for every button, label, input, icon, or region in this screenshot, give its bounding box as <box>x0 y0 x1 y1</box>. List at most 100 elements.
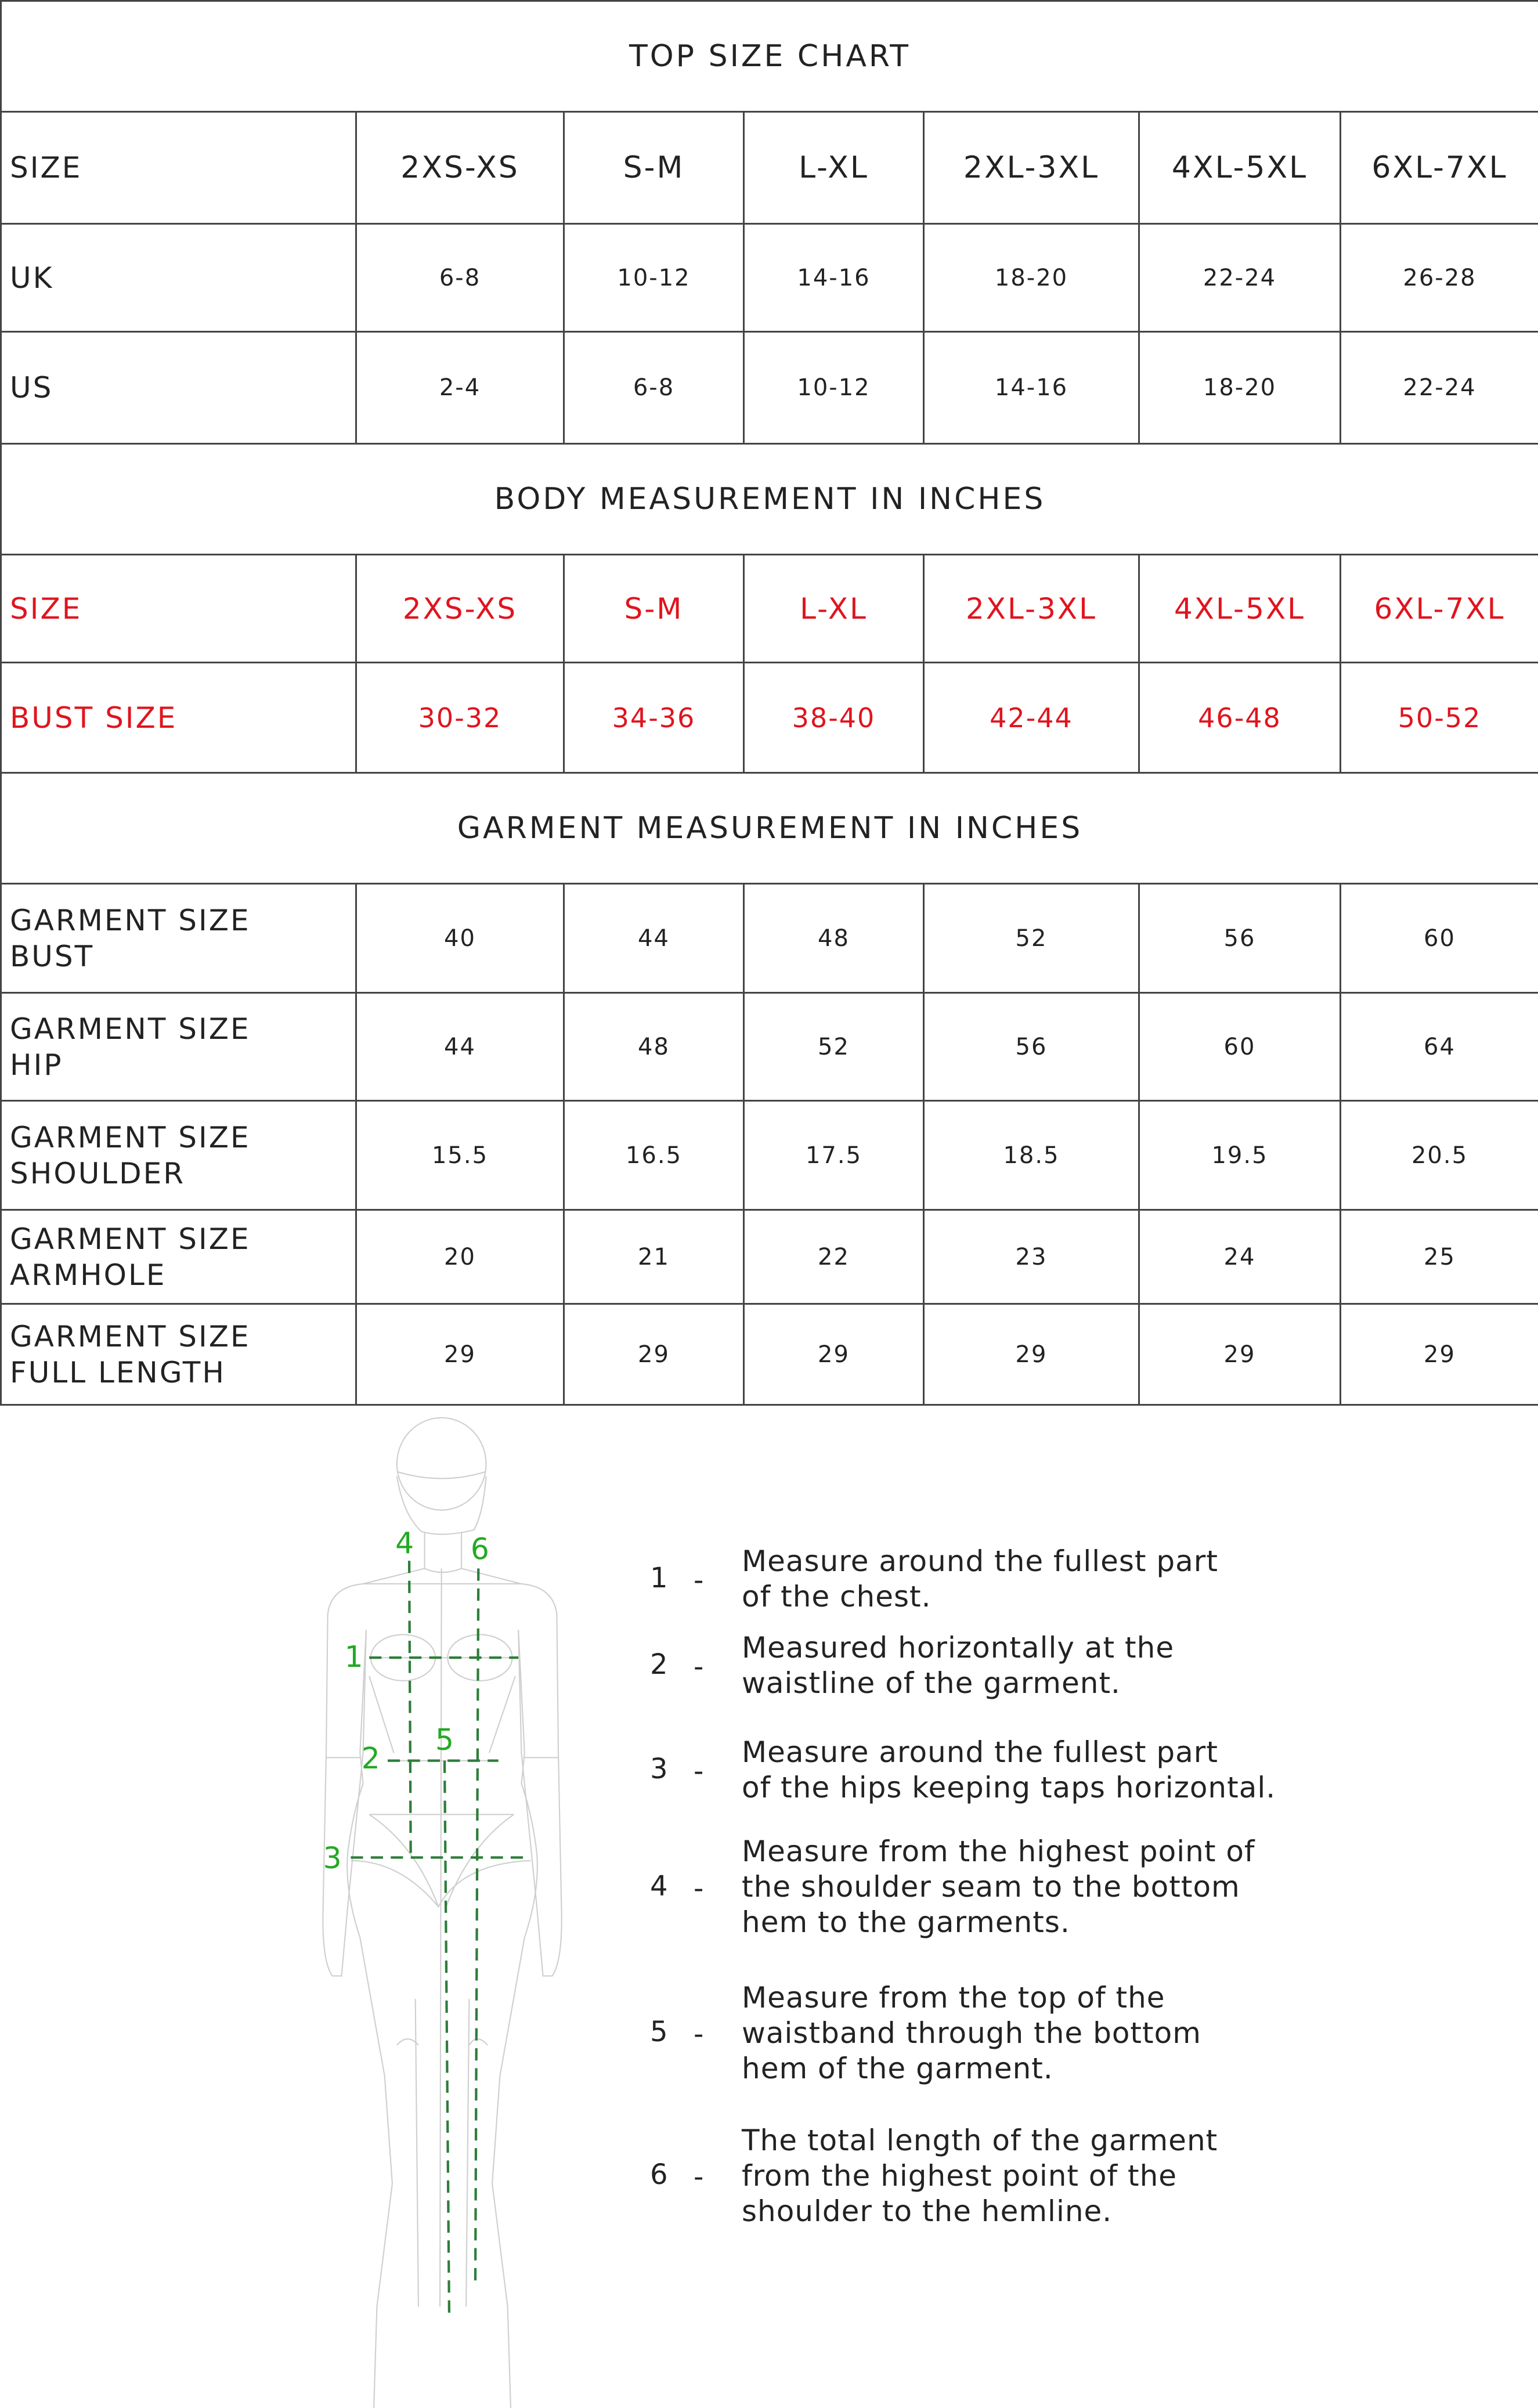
marker-5: 5 <box>435 1723 454 1757</box>
instruction-line: Measure around the fullest part <box>742 1735 1218 1769</box>
table-cell: 30-32 <box>355 662 565 774</box>
measurement-lines <box>351 1561 531 2315</box>
instruction-line: waistline of the garment. <box>742 1666 1121 1700</box>
size-header: 4XL-5XL <box>1138 554 1341 663</box>
total-length-line <box>474 1568 480 2284</box>
instruction-line: hem of the garment. <box>742 2051 1053 2085</box>
table-cell: 52 <box>743 992 925 1102</box>
instruction-line: Measure around the fullest part <box>742 1544 1218 1579</box>
table-cell: 10-12 <box>743 331 925 445</box>
waistband-to-hem-line <box>443 1760 451 2315</box>
table-cell: 18-20 <box>923 223 1140 333</box>
instruction-dash: - <box>694 1754 704 1788</box>
row-label-line: BUST <box>10 939 95 973</box>
marker-2: 2 <box>362 1741 380 1775</box>
row-label-line: SHOULDER <box>10 1156 185 1190</box>
size-label: SIZE <box>0 111 357 225</box>
table-cell: 18-20 <box>1138 331 1341 445</box>
body-measurement-figure: 1 2 3 4 5 6 <box>322 1417 562 2408</box>
table-cell: 19.5 <box>1138 1100 1341 1211</box>
instruction-dash: - <box>694 1650 704 1683</box>
instruction-line: waistband through the bottom <box>742 2016 1201 2050</box>
garment-chart-title: GARMENT MEASUREMENT IN INCHES <box>0 772 1538 885</box>
table-cell: 48 <box>563 992 745 1102</box>
shoulder-to-hem-line <box>407 1561 412 1858</box>
table-cell: 24 <box>1138 1209 1341 1305</box>
size-header: 2XL-3XL <box>923 554 1140 663</box>
table-cell: 21 <box>563 1209 745 1305</box>
table-cell: 29 <box>743 1303 925 1406</box>
table-cell: 40 <box>355 883 565 994</box>
instruction-dash: - <box>694 1872 704 1905</box>
instruction-number: 4 <box>650 1869 668 1902</box>
row-label-line: HIP <box>10 1048 63 1082</box>
size-header: 2XS-XS <box>355 111 565 225</box>
instruction-dash: - <box>694 2018 704 2051</box>
size-header: L-XL <box>743 554 925 663</box>
row-label: UK <box>0 223 357 333</box>
marker-6: 6 <box>471 1532 489 1566</box>
instruction-number: 1 <box>650 1562 668 1595</box>
instruction-line: shoulder to the hemline. <box>742 2194 1113 2228</box>
table-cell: 44 <box>563 883 745 994</box>
marker-3: 3 <box>323 1841 342 1875</box>
instruction-number: 5 <box>650 2016 668 2049</box>
instruction-dash: - <box>694 2161 704 2194</box>
table-cell: 46-48 <box>1138 662 1341 774</box>
table-cell: 6-8 <box>355 223 565 333</box>
marker-4: 4 <box>395 1526 414 1560</box>
table-cell: 6-8 <box>563 331 745 445</box>
table-cell: 44 <box>355 992 565 1102</box>
row-label-line: GARMENT SIZE <box>10 1012 251 1046</box>
size-header: L-XL <box>743 111 925 225</box>
table-cell: 29 <box>923 1303 1140 1406</box>
table-cell: 29 <box>355 1303 565 1406</box>
table-cell: 2-4 <box>355 331 565 445</box>
measurement-markers: 1 2 3 4 5 6 <box>323 1526 489 1875</box>
table-cell: 26-28 <box>1340 223 1538 333</box>
table-cell: 18.5 <box>923 1100 1140 1211</box>
size-header: S-M <box>563 111 745 225</box>
instruction-number: 2 <box>650 1648 668 1681</box>
table-cell: 48 <box>743 883 925 994</box>
instruction-line: The total length of the garment <box>742 2123 1218 2157</box>
size-header: 2XL-3XL <box>923 111 1140 225</box>
row-label: BUST SIZE <box>0 662 357 774</box>
table-cell: 22-24 <box>1340 331 1538 445</box>
body-outline <box>322 1417 562 2408</box>
body-chart-title: BODY MEASUREMENT IN INCHES <box>0 443 1538 555</box>
marker-1: 1 <box>345 1640 363 1674</box>
instruction-line: from the highest point of the <box>742 2158 1178 2193</box>
instruction-line: of the hips keeping taps horizontal. <box>742 1770 1276 1804</box>
table-cell: 29 <box>1138 1303 1341 1406</box>
table-cell: 22 <box>743 1209 925 1305</box>
table-cell: 29 <box>1340 1303 1538 1406</box>
table-cell: 50-52 <box>1340 662 1538 774</box>
table-cell: 10-12 <box>563 223 745 333</box>
table-cell: 17.5 <box>743 1100 925 1211</box>
table-cell: 20 <box>355 1209 565 1305</box>
row-label-line: ARMHOLE <box>10 1258 167 1292</box>
table-cell: 20.5 <box>1340 1100 1538 1211</box>
size-header: 4XL-5XL <box>1138 111 1341 225</box>
row-label-line: FULL LENGTH <box>10 1355 226 1389</box>
table-cell: 56 <box>1138 883 1341 994</box>
table-cell: 60 <box>1340 883 1538 994</box>
instruction-line: Measure from the top of the <box>742 1980 1165 2015</box>
row-label-line: GARMENT SIZE <box>10 903 251 937</box>
size-header: 2XS-XS <box>355 554 565 663</box>
instruction-dash: - <box>694 1564 704 1597</box>
top-chart-title: TOP SIZE CHART <box>0 0 1538 113</box>
instruction-line: hem to the garments. <box>742 1905 1070 1940</box>
instruction-number: 6 <box>650 2158 668 2192</box>
table-cell: 15.5 <box>355 1100 565 1211</box>
size-header: 6XL-7XL <box>1340 111 1538 225</box>
row-label-line: GARMENT SIZE <box>10 1222 251 1256</box>
